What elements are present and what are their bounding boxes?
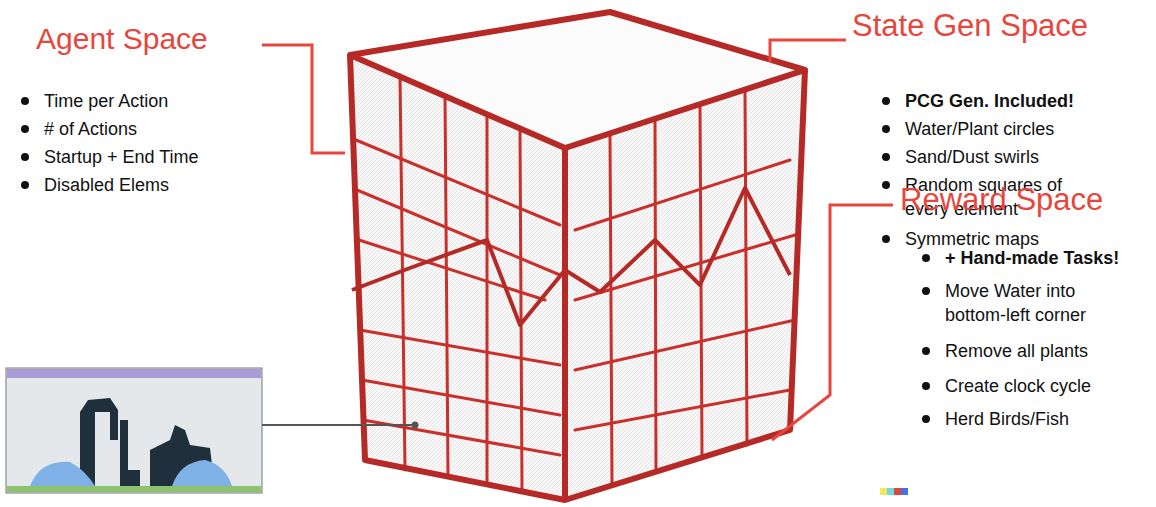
bullet-item: Time per Action xyxy=(44,89,304,113)
bullet-item: Startup + End Time xyxy=(44,145,304,169)
bullet-item: Symmetric maps xyxy=(905,227,1145,251)
cube-left-face xyxy=(350,55,565,500)
bullet-item: # of Actions xyxy=(44,117,304,141)
space-title: State Gen Space xyxy=(852,8,1152,44)
space-title: Agent Space xyxy=(36,22,296,57)
zigzag-line xyxy=(352,188,790,325)
bullet-item: Sand/Dust swirls xyxy=(905,145,1145,169)
environment-inset xyxy=(6,368,419,493)
leader-line xyxy=(262,40,893,440)
watermark-squares xyxy=(880,488,908,495)
bullet-item: Remove all plants xyxy=(945,339,1145,363)
bullet-item: Water/Plant circles xyxy=(905,117,1145,141)
bullet-item: Create clock cycle xyxy=(945,374,1145,398)
space-title: Reward Space xyxy=(900,182,1150,218)
bullet-item: Herd Birds/Fish xyxy=(945,407,1145,431)
bullet-item: + Hand-made Tasks! xyxy=(945,246,1145,270)
bullet-item: PCG Gen. Included! xyxy=(905,89,1145,113)
cube-edges xyxy=(350,12,805,500)
cube-grid xyxy=(356,75,795,490)
bullet-item: Move Water into bottom-left corner xyxy=(945,279,1117,327)
bullet-item: Disabled Elems xyxy=(44,173,304,197)
